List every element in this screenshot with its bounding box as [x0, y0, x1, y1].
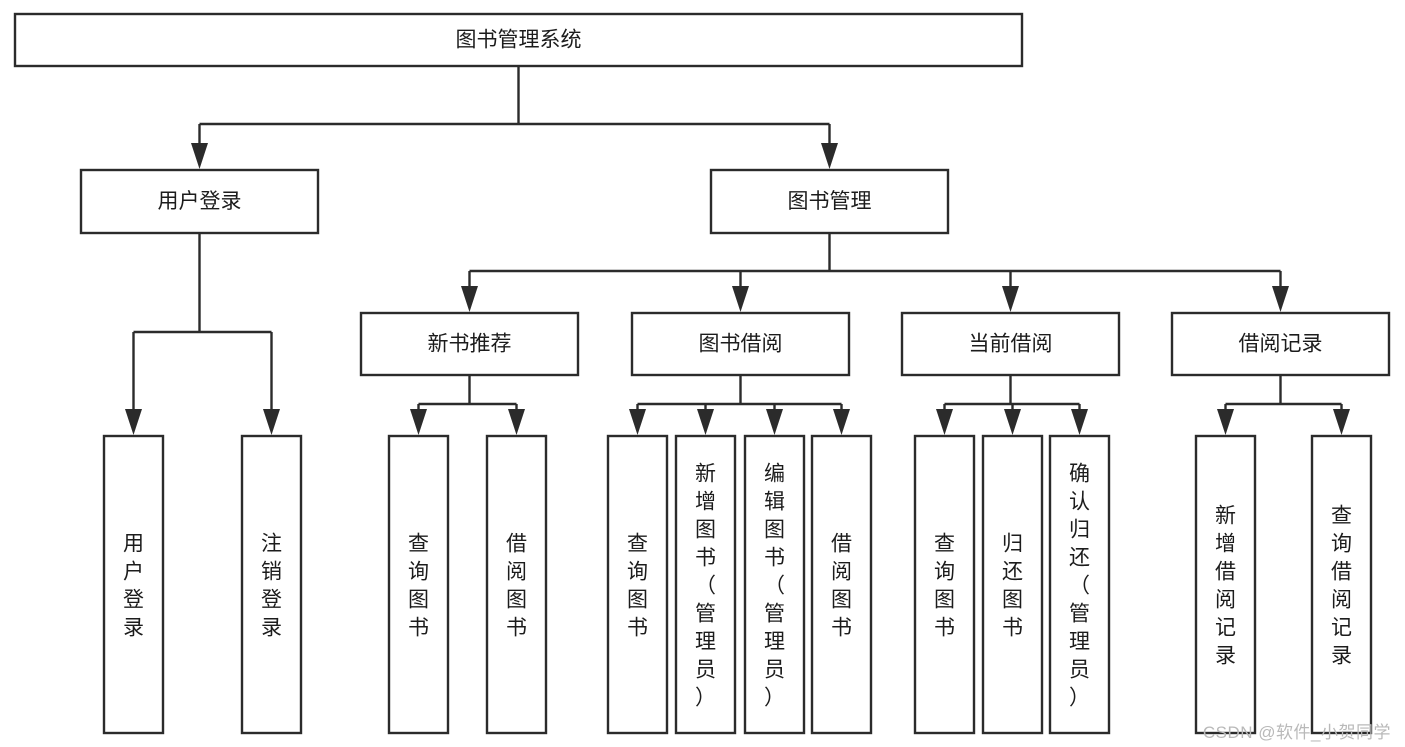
node-label: 归还图书 [1002, 532, 1023, 639]
node-box [743, 434, 806, 735]
node-label: 查询图书 [934, 532, 955, 639]
node-box [240, 434, 303, 735]
edge-arrowhead [1333, 409, 1350, 435]
edge-arrowhead [1071, 409, 1088, 435]
node-box [674, 434, 737, 735]
node-label: 新书推荐 [428, 333, 512, 356]
node-box [1310, 434, 1373, 735]
edge-arrowhead [732, 286, 749, 312]
edge-arrowhead [833, 409, 850, 435]
node-leaf-query-book-2[interactable]: 查询图书 [606, 434, 669, 735]
node-box [79, 168, 320, 235]
edge-arrowhead [1272, 286, 1289, 312]
node-box [485, 434, 548, 735]
edge-arrowhead [263, 409, 280, 435]
node-leaf-edit-book[interactable]: 编辑图书（管理员） [743, 434, 806, 735]
edge-arrowhead [1002, 286, 1019, 312]
node-label: 确认归还（管理员） [1069, 462, 1090, 709]
node-box [981, 434, 1044, 735]
node-box [709, 168, 950, 235]
node-label: 用户登录 [123, 532, 144, 639]
edges-layer [125, 66, 1350, 435]
node-box [606, 434, 669, 735]
node-leaf-add-record[interactable]: 新增借阅记录 [1194, 434, 1257, 735]
node-label: 借阅图书 [831, 532, 852, 639]
node-box [1170, 311, 1391, 377]
node-user-login[interactable]: 用户登录 [79, 168, 320, 235]
node-box [913, 434, 976, 735]
node-label: 图书管理系统 [456, 29, 582, 52]
node-leaf-query-book-1[interactable]: 查询图书 [387, 434, 450, 735]
node-box [1194, 434, 1257, 735]
node-box [810, 434, 873, 735]
edge-arrowhead [1004, 409, 1021, 435]
node-leaf-confirm-return[interactable]: 确认归还（管理员） [1048, 434, 1111, 735]
edge-arrowhead [191, 143, 208, 169]
edge-arrowhead [508, 409, 525, 435]
node-leaf-borrow-book-2[interactable]: 借阅图书 [810, 434, 873, 735]
node-label: 新增借阅记录 [1215, 504, 1236, 667]
edge-arrowhead [697, 409, 714, 435]
node-leaf-user-login[interactable]: 用户登录 [102, 434, 165, 735]
node-borrow-record[interactable]: 借阅记录 [1170, 311, 1391, 377]
edge-arrowhead [410, 409, 427, 435]
node-box [102, 434, 165, 735]
node-label: 编辑图书（管理员） [764, 462, 785, 709]
node-leaf-return-book[interactable]: 归还图书 [981, 434, 1044, 735]
edge-arrowhead [125, 409, 142, 435]
node-box [900, 311, 1121, 377]
node-label: 查询图书 [408, 532, 429, 639]
node-book-borrow[interactable]: 图书借阅 [630, 311, 851, 377]
node-new-book-rec[interactable]: 新书推荐 [359, 311, 580, 377]
node-box [1048, 434, 1111, 735]
node-current-borrow[interactable]: 当前借阅 [900, 311, 1121, 377]
node-root[interactable]: 图书管理系统 [13, 12, 1024, 68]
node-book-manage[interactable]: 图书管理 [709, 168, 950, 235]
node-leaf-query-record[interactable]: 查询借阅记录 [1310, 434, 1373, 735]
node-label: 用户登录 [158, 190, 242, 213]
node-label: 注销登录 [261, 532, 282, 639]
node-label: 新增图书（管理员） [695, 462, 716, 709]
edge-arrowhead [461, 286, 478, 312]
node-label: 借阅图书 [506, 532, 527, 639]
edge-arrowhead [821, 143, 838, 169]
node-label: 图书借阅 [699, 333, 783, 356]
node-box [359, 311, 580, 377]
node-label: 借阅记录 [1239, 333, 1323, 356]
edge-arrowhead [766, 409, 783, 435]
node-box [387, 434, 450, 735]
node-leaf-query-book-3[interactable]: 查询图书 [913, 434, 976, 735]
node-leaf-borrow-book-1[interactable]: 借阅图书 [485, 434, 548, 735]
node-leaf-add-book[interactable]: 新增图书（管理员） [674, 434, 737, 735]
node-label: 查询图书 [627, 532, 648, 639]
node-label: 查询借阅记录 [1331, 504, 1352, 667]
node-box [630, 311, 851, 377]
node-box [13, 12, 1024, 68]
edge-arrowhead [629, 409, 646, 435]
node-label: 图书管理 [788, 190, 872, 213]
nodes-layer: 图书管理系统用户登录图书管理新书推荐图书借阅当前借阅借阅记录用户登录注销登录查询… [13, 12, 1391, 735]
node-leaf-logout[interactable]: 注销登录 [240, 434, 303, 735]
edge-arrowhead [936, 409, 953, 435]
edge-arrowhead [1217, 409, 1234, 435]
node-label: 当前借阅 [969, 333, 1053, 356]
